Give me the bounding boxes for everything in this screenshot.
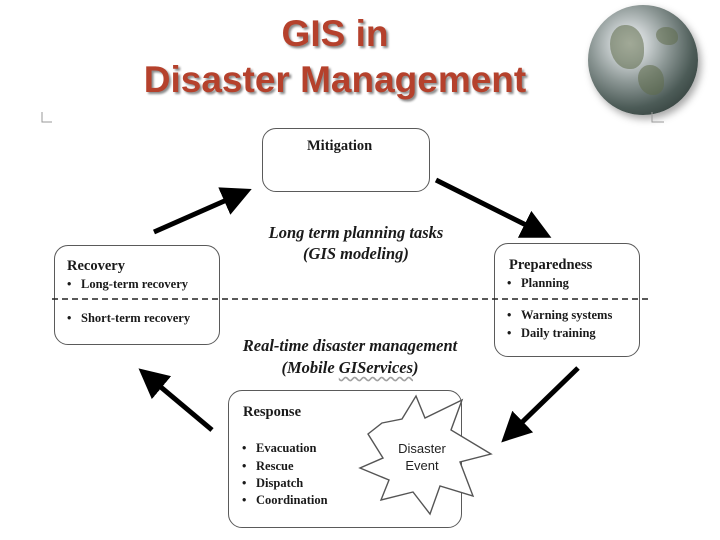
real-time-caption-prefix: (Mobile (281, 358, 338, 377)
long-term-caption-line-2: (GIS modeling) (236, 243, 476, 264)
giservices-term: GIServices (339, 358, 413, 377)
arrow-response-to-recovery (150, 378, 212, 430)
arrow-preparedness-to-response (512, 368, 578, 432)
real-time-caption: Real-time disaster management (Mobile GI… (214, 335, 486, 379)
disaster-event-line-2: Event (386, 457, 458, 474)
disaster-event-label: Disaster Event (386, 440, 458, 474)
real-time-caption-line-2: (Mobile GIServices) (214, 357, 486, 379)
long-term-caption: Long term planning tasks (GIS modeling) (236, 222, 476, 264)
real-time-caption-suffix: ) (413, 358, 419, 377)
disaster-event-line-1: Disaster (386, 440, 458, 457)
real-time-caption-line-1: Real-time disaster management (214, 335, 486, 357)
long-term-caption-line-1: Long term planning tasks (236, 222, 476, 243)
arrow-recovery-to-mitigation (154, 195, 238, 232)
